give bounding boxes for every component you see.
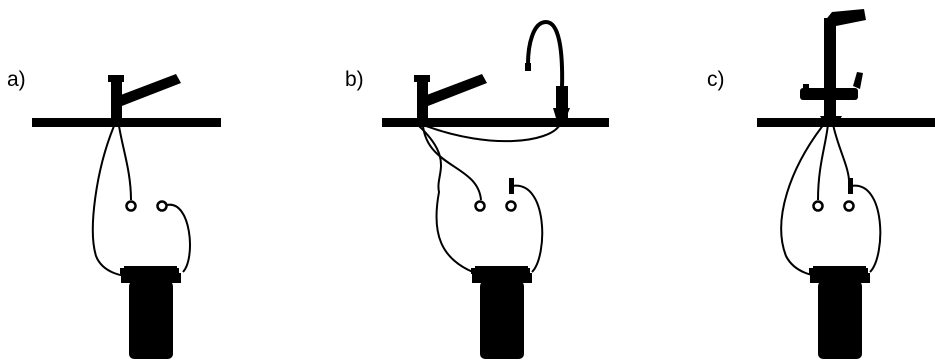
- panel-b: b): [345, 19, 609, 359]
- hoses: [780, 123, 882, 278]
- panel-label-c: c): [707, 68, 725, 91]
- panel-c: c): [707, 9, 935, 359]
- hoses: [91, 125, 191, 278]
- water-filter: [809, 266, 870, 359]
- kitchen-faucet: [414, 74, 487, 119]
- filtered-water-tap: [525, 19, 570, 119]
- panel-a: a): [7, 68, 221, 359]
- countertop: [32, 118, 221, 127]
- three-way-faucet: [800, 9, 866, 123]
- kitchen-faucet: [108, 74, 181, 119]
- countertop: [382, 118, 609, 127]
- panel-label-a: a): [7, 68, 26, 91]
- countertop: [757, 118, 935, 127]
- valves: [812, 178, 855, 212]
- panel-label-b: b): [345, 68, 364, 91]
- valves: [474, 178, 517, 212]
- water-filter: [471, 266, 532, 359]
- hoses: [418, 125, 560, 277]
- water-filter: [120, 266, 181, 359]
- valves: [125, 200, 168, 212]
